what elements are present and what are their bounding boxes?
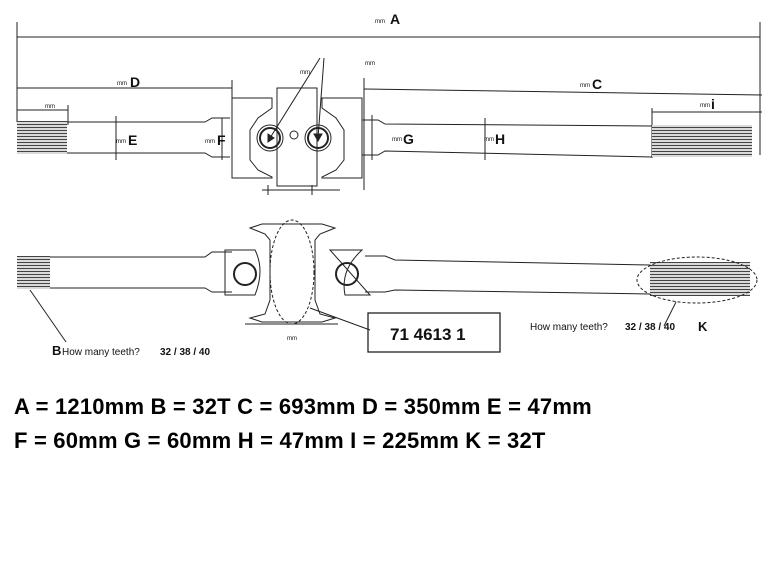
part-number-box (367, 312, 501, 353)
label-b: B (52, 343, 61, 358)
svg-text:mm: mm (205, 139, 215, 145)
svg-text:mm: mm (392, 137, 402, 143)
teeth-options-b: 32 / 38 / 40 (160, 347, 210, 358)
spline-left-bottom (17, 256, 50, 289)
teeth-options-k: 32 / 38 / 40 (625, 322, 675, 333)
teeth-question-b: How many teeth? (62, 347, 140, 358)
center-yoke-bottom (245, 219, 338, 325)
dimension-line-c (363, 88, 763, 96)
spline-highlight-ellipse (636, 256, 758, 304)
svg-text:mm: mm (117, 81, 127, 87)
svg-text:mm: mm (700, 103, 710, 109)
label-h: H (495, 131, 505, 147)
shaft-right-top (362, 119, 653, 158)
label-k: K (698, 319, 708, 334)
svg-text:mm: mm (484, 137, 494, 143)
shaft-right-bottom (365, 255, 651, 295)
label-a: A (390, 11, 400, 27)
shaft-left-top (67, 117, 230, 158)
svg-text:mm: mm (580, 83, 590, 89)
summary-line-2: F = 60mm G = 60mm H = 47mm I = 225mm K =… (14, 428, 546, 453)
part-number: 71 4613 1 (390, 325, 466, 344)
label-f: F (217, 132, 226, 148)
svg-text:mm: mm (45, 104, 55, 110)
svg-text:mm: mm (365, 61, 375, 67)
shaft-left-bottom (50, 251, 232, 293)
spline-right-top (652, 125, 752, 157)
center-yoke-top (231, 57, 363, 195)
spline-right-bottom (650, 262, 750, 296)
svg-text:mm: mm (287, 336, 297, 342)
label-c: C (592, 76, 602, 92)
label-e: E (128, 132, 137, 148)
label-d: D (130, 74, 140, 90)
teeth-question-k: How many teeth? (530, 322, 608, 333)
svg-text:mm: mm (300, 70, 310, 76)
svg-text:mm: mm (116, 139, 126, 145)
label-g: G (403, 131, 414, 147)
svg-text:mm: mm (375, 19, 385, 25)
label-i: i (711, 96, 715, 112)
spline-left-top (17, 121, 67, 154)
summary-line-1: A = 1210mm B = 32T C = 693mm D = 350mm E… (14, 394, 592, 419)
